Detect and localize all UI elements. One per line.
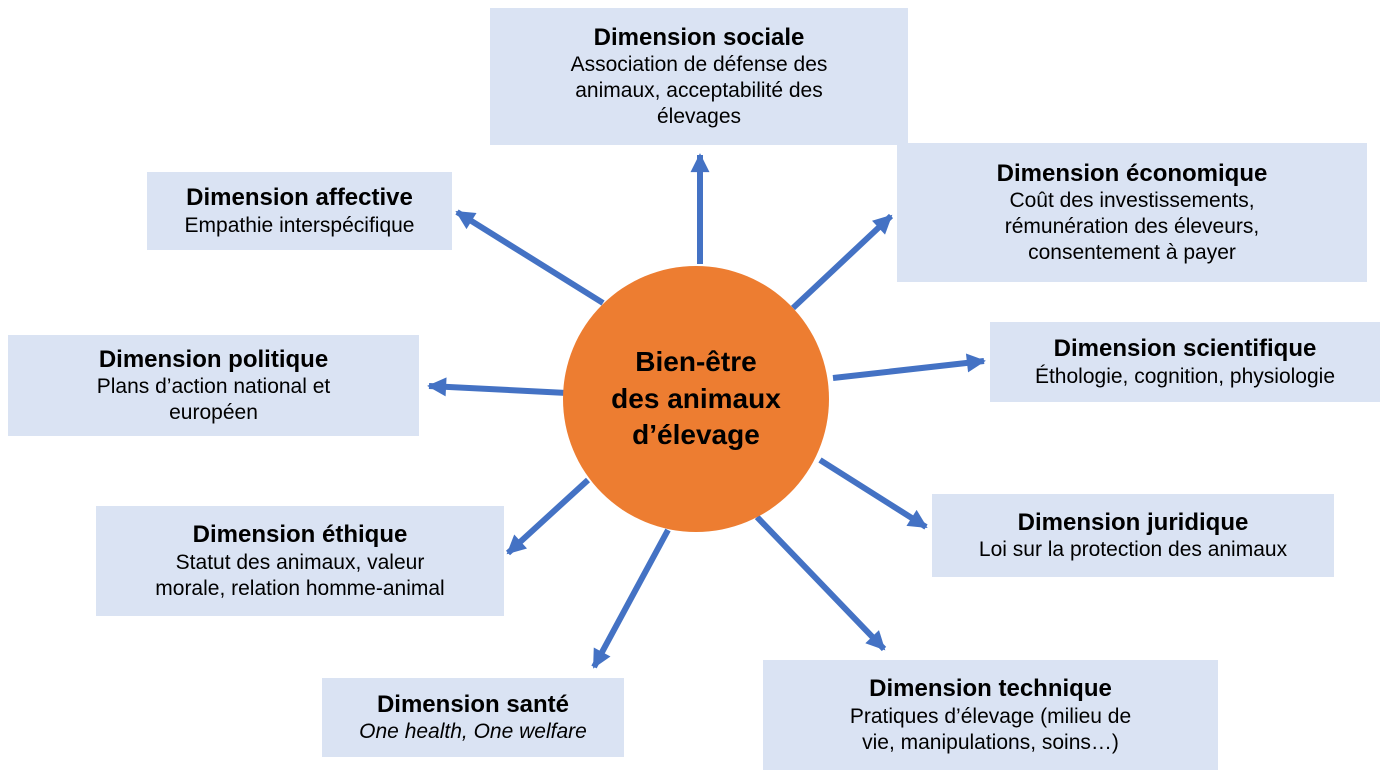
node-title: Dimension affective <box>186 184 413 212</box>
node-subtitle: Plans d’action national et européen <box>96 375 331 425</box>
node-subtitle: Loi sur la protection des animaux <box>978 538 1288 562</box>
arrow-economique <box>790 213 894 311</box>
node-title: Dimension éthique <box>192 521 408 549</box>
arrow-juridique <box>818 457 928 530</box>
arrow-technique <box>754 514 887 652</box>
node-dimension-affective: Dimension affective Empathie interspécif… <box>147 172 452 250</box>
node-dimension-economique: Dimension économique Coût des investisse… <box>897 143 1367 282</box>
node-title: Dimension juridique <box>1017 508 1249 536</box>
node-dimension-sociale: Dimension sociale Association de défense… <box>490 8 908 145</box>
center-circle: Bien-être des animaux d’élevage <box>563 266 829 532</box>
node-title: Dimension scientifique <box>1053 335 1317 363</box>
arrow-affective <box>455 209 605 306</box>
node-subtitle: Pratiques d’élevage (milieu de vie, mani… <box>849 704 1132 754</box>
node-subtitle: Coût des investissements, rémunération d… <box>1004 189 1260 265</box>
node-subtitle: Empathie interspécifique <box>184 213 415 237</box>
node-title: Dimension santé <box>376 690 570 718</box>
node-title: Dimension économique <box>996 159 1268 187</box>
node-dimension-politique: Dimension politique Plans d’action natio… <box>8 335 419 436</box>
arrow-scientifique <box>832 353 986 381</box>
node-dimension-technique: Dimension technique Pratiques d’élevage … <box>763 660 1218 770</box>
node-dimension-juridique: Dimension juridique Loi sur la protectio… <box>932 494 1334 577</box>
node-subtitle: One health, One welfare <box>359 720 587 744</box>
node-subtitle: Éthologie, cognition, physiologie <box>1034 364 1336 388</box>
node-dimension-ethique: Dimension éthique Statut des animaux, va… <box>96 506 504 616</box>
node-dimension-scientifique: Dimension scientifique Éthologie, cognit… <box>990 322 1380 402</box>
center-label: Bien-être des animaux d’élevage <box>611 345 781 451</box>
arrow-politique <box>427 377 568 397</box>
node-dimension-sante: Dimension santé One health, One welfare <box>322 678 624 757</box>
arrow-ethique <box>505 477 591 556</box>
arrow-sante <box>591 528 671 669</box>
node-subtitle: Statut des animaux, valeur morale, relat… <box>155 550 445 600</box>
node-subtitle: Association de défense des animaux, acce… <box>570 53 828 129</box>
node-title: Dimension sociale <box>593 23 805 51</box>
node-title: Dimension politique <box>98 345 329 373</box>
node-title: Dimension technique <box>869 675 1112 703</box>
